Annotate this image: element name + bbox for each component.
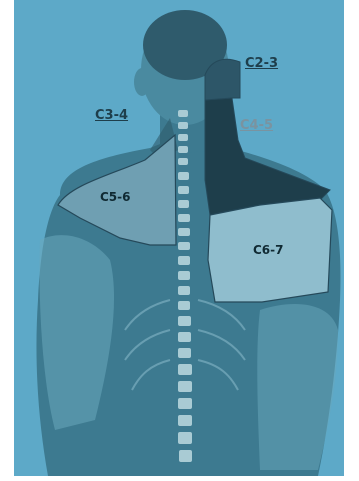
label-c6-7: C6-7 bbox=[253, 243, 284, 257]
label-c2-3: C2-3 bbox=[245, 56, 278, 71]
label-c5-6: C5-6 bbox=[100, 190, 131, 204]
left-ear bbox=[134, 68, 150, 96]
label-c3-4: C3-4 bbox=[95, 108, 128, 123]
label-c4-5: C4-5 bbox=[240, 118, 273, 133]
